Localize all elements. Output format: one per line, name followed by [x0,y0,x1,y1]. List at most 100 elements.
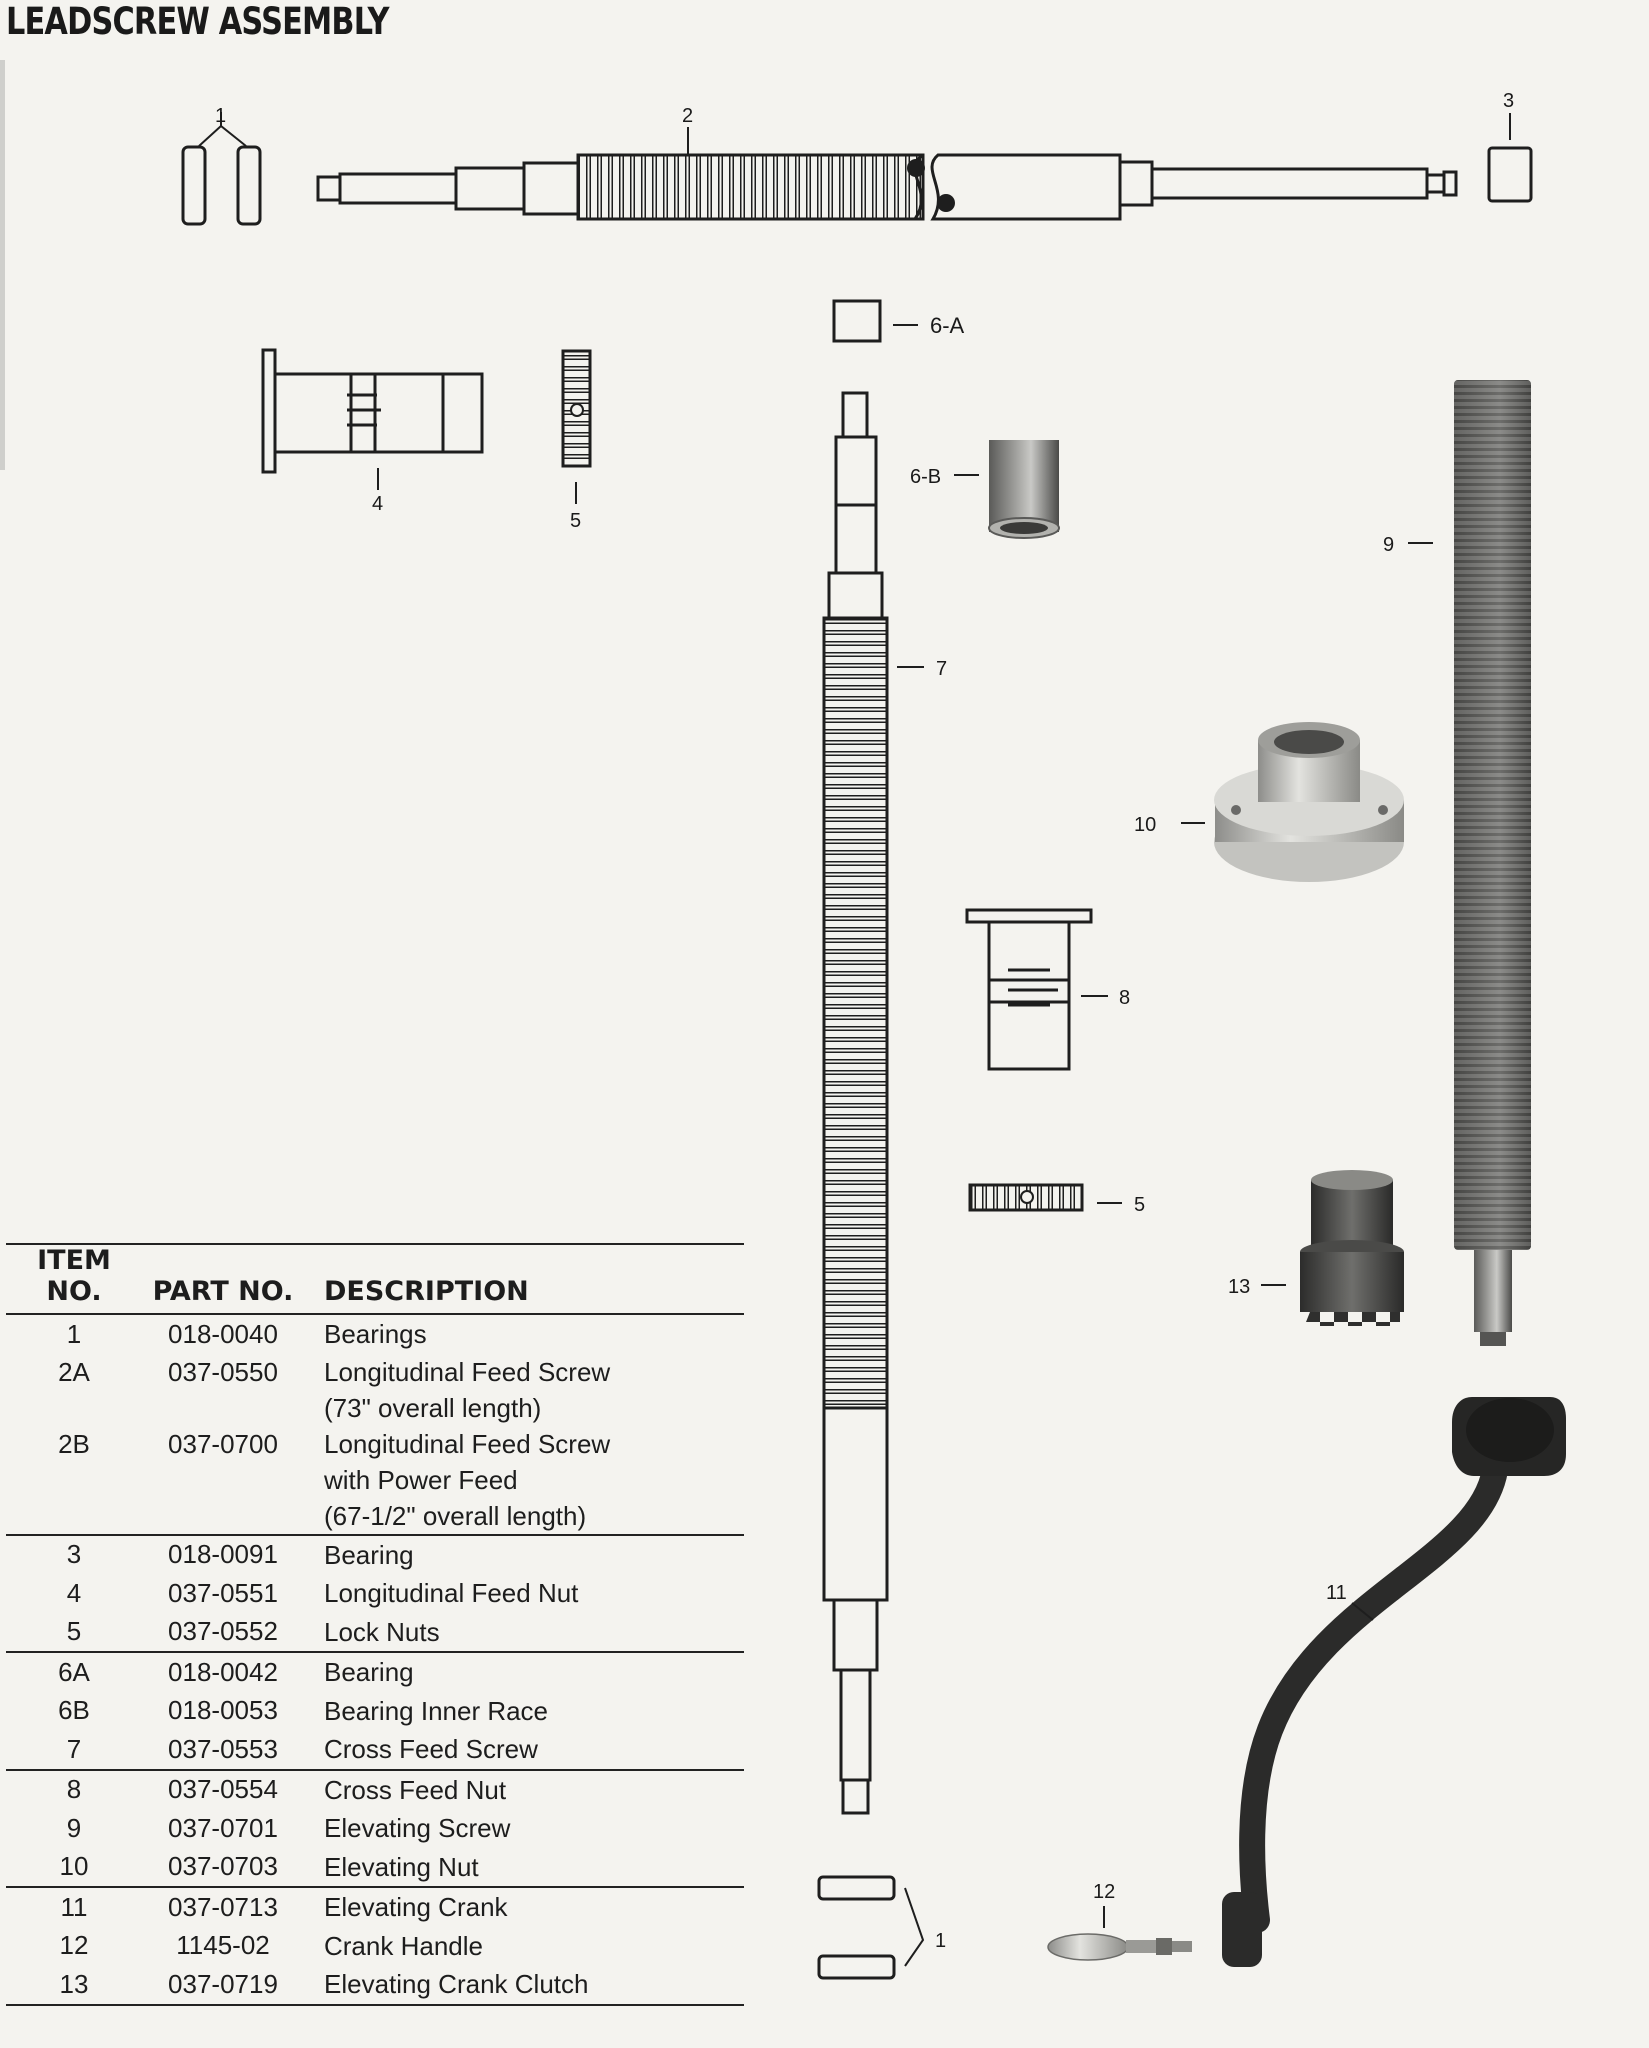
part-number: 037-0719 [142,1965,304,2006]
callout-2: 2 [682,105,693,127]
item-number: 2A [58,1356,90,1387]
description-line: Bearing [324,1657,414,1688]
description-line: Elevating Crank Clutch [324,1969,589,2000]
part-number: 037-0552 [142,1612,304,1653]
item-number: 5 [6,1612,142,1653]
item-number: 4 [66,1577,82,1608]
bearing-3 [1487,113,1533,203]
description-line: (67-1/2" overall length) [324,1500,587,1531]
description: Longitudinal Feed Nut [304,1574,744,1613]
description-line: Bearing Inner Race [324,1695,549,1726]
callout-5-right: 5 [1134,1194,1145,1216]
bearing-pair-top [181,112,262,226]
description-line: Longitudinal Feed Screw [324,1428,611,1459]
description-line: Crank Handle [324,1930,483,1961]
callout-4: 4 [372,493,383,515]
item-number: 6A [58,1656,90,1687]
part-number: 037-0703 [142,1847,304,1888]
elevating-crank [1222,1397,1566,1967]
item-number: 1 [66,1318,82,1349]
part-number: 037-0551 [168,1577,278,1608]
table-row: 12 1145-02 Crank Handle [6,1927,744,1966]
description: Lock Nuts [304,1612,744,1653]
item-number: 13 [6,1965,142,2006]
header-part-no: PART NO. [142,1243,304,1315]
cross-feed-nut [965,908,1108,1071]
item-number: 9 [66,1812,82,1843]
table-row: 1 018-0040 Bearings [6,1314,744,1354]
description-line: Longitudinal Feed Screw [324,1356,611,1387]
description: Longitudinal Feed Screw(73" overall leng… [304,1354,744,1426]
part-number: 037-0700 [142,1425,304,1536]
item-number: 7 [6,1730,142,1771]
part-number: 037-0701 [168,1812,278,1843]
callout-10: 10 [1134,814,1156,836]
table-row: 9 037-0701 Elevating Screw [6,1809,744,1848]
description: Longitudinal Feed Screw with Power Feed (6… [304,1425,744,1536]
description: Elevating Nut [304,1847,744,1888]
longitudinal-feed-screw [316,153,1458,221]
elevating-crank-clutch [1261,1170,1404,1326]
lock-nut-right [968,1183,1122,1212]
item-number: 10 [6,1847,142,1888]
part-number: 018-0053 [168,1695,278,1726]
item-number: 8 [66,1774,82,1805]
description-line: Cross Feed Screw [324,1734,538,1765]
part-number: 037-0554 [168,1774,278,1805]
cross-feed-screw [822,391,924,1815]
callout-6a: 6-A [930,313,965,338]
callout-12: 12 [1093,1881,1115,1903]
callout-7: 7 [936,658,947,680]
description-line: with Power Feed [324,1464,518,1495]
description-line: Lock Nuts [324,1616,440,1647]
callout-3: 3 [1503,90,1514,112]
part-number: 1145-02 [176,1930,270,1961]
callout-9: 9 [1383,534,1394,556]
elevating-nut [1181,722,1404,882]
callout-1-top: 1 [215,105,226,127]
description-line: Elevating Nut [324,1851,479,1882]
description-line: Longitudinal Feed Nut [324,1578,579,1609]
bearing-pair-bottom [817,1875,925,1980]
description: Cross Feed Nut [304,1770,744,1810]
description-line: Elevating Screw [324,1813,511,1844]
lock-nut-left [561,349,592,504]
description: Bearing [304,1652,744,1692]
table-row: 8 037-0554 Cross Feed Nut [6,1770,744,1810]
callout-1-bottom: 1 [935,1930,946,1952]
item-number: 11 [60,1891,88,1922]
callout-8: 8 [1119,987,1130,1009]
part-number: 037-0713 [168,1891,278,1922]
table-row: 4 037-0551 Longitudinal Feed Nut [6,1574,744,1613]
callout-5-left: 5 [570,510,581,532]
page-title: LEADSCREW ASSEMBLY [6,0,389,43]
item-number: 2B [6,1425,142,1536]
callout-11: 11 [1326,1582,1347,1604]
item-number: 3 [66,1539,82,1570]
bearing-6a [832,299,918,343]
description: Cross Feed Screw [304,1730,744,1771]
description-line: Cross Feed Nut [324,1774,507,1805]
scan-edge-shadow [0,60,5,470]
description-line: Bearing [324,1539,414,1570]
callout-6b: 6-B [910,466,941,488]
item-number: 6B [58,1695,90,1726]
part-number: 018-0040 [168,1318,278,1349]
item-number: 12 [59,1930,89,1961]
description: Elevating Screw [304,1809,744,1848]
description-line: Bearings [324,1319,427,1350]
description: Elevating Crank Clutch [304,1965,744,2006]
elevating-screw [1408,380,1531,1346]
